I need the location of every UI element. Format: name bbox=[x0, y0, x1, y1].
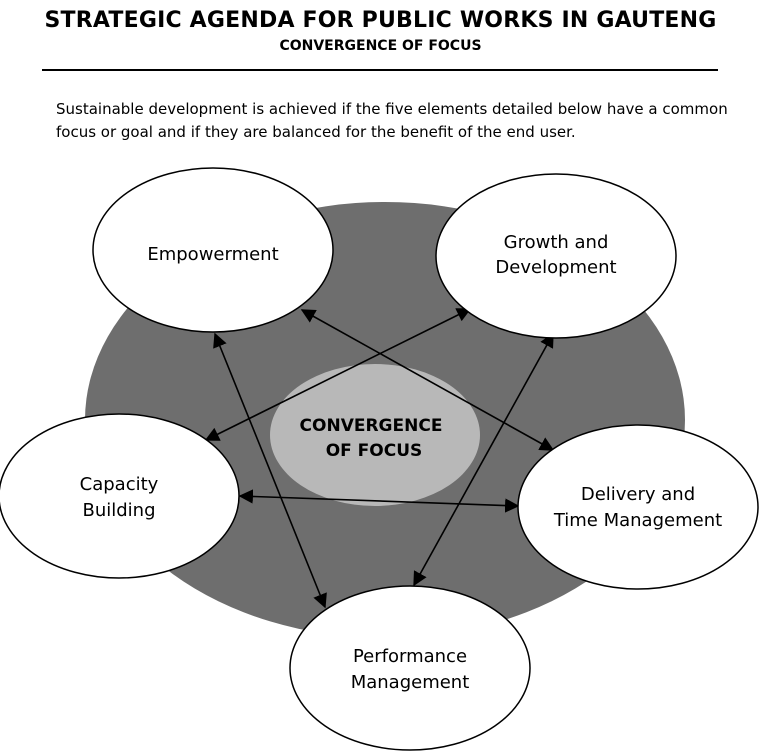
node-performance-label-line-2: Management bbox=[351, 672, 470, 693]
node-growth-development bbox=[435, 173, 677, 339]
node-capacity-label-line-1: Capacity bbox=[80, 474, 159, 495]
arrow-growth-capacity bbox=[204, 308, 472, 441]
page-title: STRATEGIC AGENDA FOR PUBLIC WORKS IN GAU… bbox=[44, 8, 717, 33]
node-empowerment bbox=[92, 167, 334, 333]
center-label-line-1: CONVERGENCE bbox=[300, 416, 443, 436]
title-divider bbox=[42, 69, 718, 71]
node-empowerment-label: Empowerment bbox=[147, 244, 278, 265]
node-growth-label-line-1: Growth and bbox=[504, 232, 609, 253]
node-growth-label-line-2: Development bbox=[495, 257, 616, 278]
node-delivery-label-line-1: Delivery and bbox=[581, 484, 695, 505]
intro-paragraph: Sustainable development is achieved if t… bbox=[56, 100, 728, 141]
center-label-line-2: OF FOCUS bbox=[326, 441, 423, 461]
node-delivery-label-line-2: Time Management bbox=[553, 510, 722, 531]
node-capacity-building bbox=[0, 413, 240, 579]
node-capacity-label-line-2: Building bbox=[82, 500, 155, 521]
arrow-capacity-delivery bbox=[238, 489, 520, 513]
page-subtitle: CONVERGENCE OF FOCUS bbox=[279, 38, 482, 54]
node-performance-management bbox=[289, 585, 531, 751]
node-delivery-time-management bbox=[517, 424, 759, 590]
arrow-growth-performance bbox=[413, 332, 554, 587]
node-performance-label-line-1: Performance bbox=[353, 646, 467, 667]
